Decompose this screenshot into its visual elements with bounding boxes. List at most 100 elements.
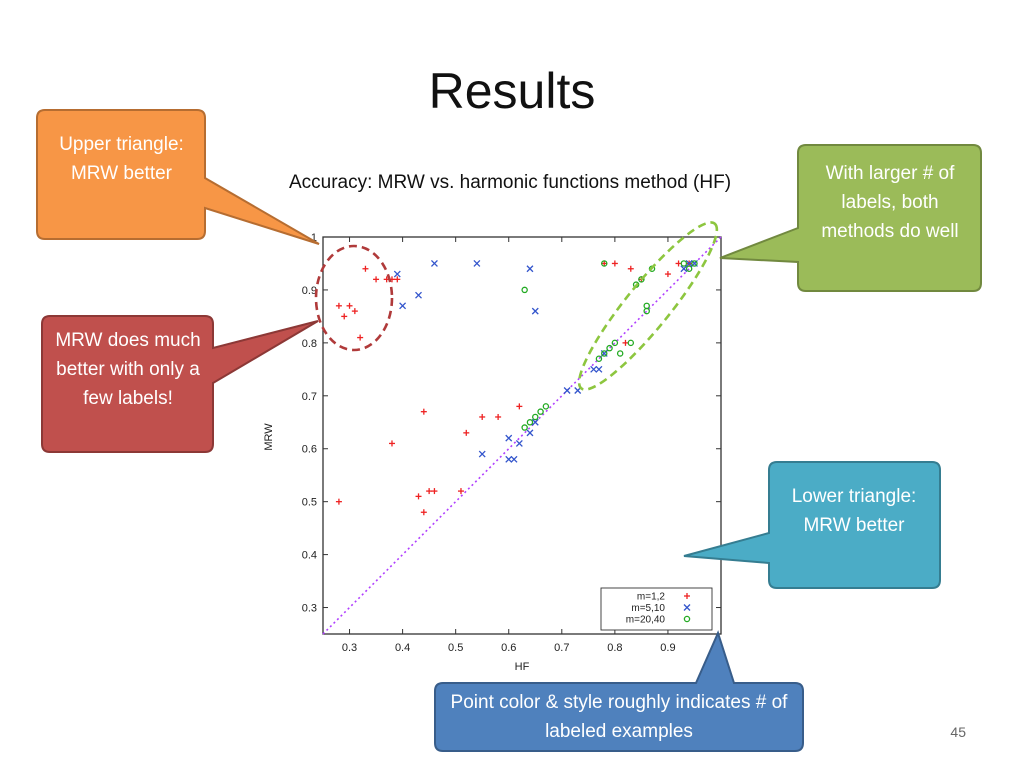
high-labels-ellipse	[577, 221, 719, 391]
data-point-x	[595, 365, 603, 373]
data-point-circle	[627, 339, 635, 347]
data-point-x	[526, 429, 534, 437]
data-point-x	[430, 260, 438, 267]
scatter-plot: 0.3 0.4 0.5 0.6 0.7 0.8 0.9 1 0.3 0.4 0.5 0.6 0.7 0.8…	[263, 232, 724, 673]
legend: m=1,2m=5,10m=20,40	[600, 587, 713, 631]
y-tick-label: 0.4	[302, 550, 317, 562]
data-point-circle	[643, 302, 650, 310]
data-point-plus	[415, 493, 422, 500]
data-point-x	[505, 434, 513, 442]
x-tick-label: 0.5	[448, 642, 463, 654]
y-tick-label: 0.8	[302, 338, 317, 350]
x-tick-label: 0.4	[395, 642, 410, 654]
x-tick-label: 0.9	[660, 642, 675, 654]
chart-subtitle: Accuracy: MRW vs. harmonic functions met…	[288, 172, 732, 193]
data-point-plus	[675, 260, 682, 267]
legend-marker-plus	[684, 593, 690, 599]
data-point-circle	[691, 260, 698, 267]
larger-labels-callout	[719, 144, 982, 292]
data-point-x	[415, 291, 422, 299]
data-point-plus	[373, 276, 380, 283]
data-point-plus	[388, 440, 395, 447]
data-point-plus	[463, 429, 470, 436]
data-point-plus	[516, 403, 523, 410]
data-point-circle	[521, 286, 528, 294]
slide-number: 45	[950, 724, 966, 740]
data-point-x	[563, 387, 571, 394]
legend-box	[600, 587, 713, 631]
point-style-callout	[434, 630, 804, 752]
data-point-plus	[362, 265, 369, 272]
y-tick-label: 0.3	[302, 603, 317, 615]
data-point-plus	[420, 408, 427, 415]
data-point-plus	[611, 260, 618, 267]
data-point-plus	[346, 302, 353, 309]
data-point-circle	[542, 403, 550, 410]
data-point-x	[526, 265, 534, 273]
data-point-x	[685, 260, 693, 267]
data-point-plus	[394, 276, 401, 283]
data-point-plus	[341, 313, 348, 320]
y-tick-label: 0.6	[302, 444, 317, 456]
upper-triangle-callout	[36, 109, 320, 245]
lower-triangle-callout	[683, 461, 941, 589]
data-point-circle	[680, 260, 688, 267]
data-point-plus	[457, 488, 464, 495]
x-tick-label: 0.6	[501, 642, 516, 654]
lower-triangle-callout-text: Lower triangle: MRW better	[791, 486, 917, 536]
x-tick-label: 0.3	[342, 642, 357, 654]
data-point-plus	[495, 413, 502, 420]
y-tick-label: 1	[311, 232, 317, 244]
data-point-circle	[606, 344, 613, 352]
legend-label: m=1,2	[637, 592, 666, 603]
data-point-circle	[521, 424, 528, 431]
data-point-plus	[431, 488, 438, 495]
data-point-x	[478, 450, 486, 458]
data-point-circle	[685, 265, 693, 273]
data-point-circle	[601, 260, 608, 267]
data-point-plus	[335, 498, 342, 505]
y-axis-label: MRW	[263, 423, 275, 451]
legend-marker-x	[683, 604, 691, 611]
x-tick-label: 0.7	[554, 642, 569, 654]
data-point-plus	[335, 302, 342, 309]
y-tick-label: 0.7	[302, 391, 317, 403]
data-point-circle	[601, 350, 608, 357]
slide-title: Results	[428, 63, 596, 119]
legend-label: m=5,10	[631, 603, 665, 614]
data-point-plus	[351, 308, 358, 315]
data-point-circle	[537, 408, 544, 415]
data-point-x	[473, 260, 481, 267]
few-labels-callout-text: MRW does much better with only a few lab…	[55, 330, 201, 409]
data-point-plus	[622, 339, 629, 346]
x-tick-label: 0.8	[607, 642, 622, 654]
data-point-x	[590, 365, 598, 373]
upper-triangle-callout-text: Upper triangle: MRW better	[59, 134, 184, 184]
y-tick-label: 0.9	[302, 285, 317, 297]
legend-label: m=20,40	[626, 615, 666, 626]
data-point-x	[393, 270, 401, 278]
point-style-callout-text: Point color & style roughly indicates # …	[450, 692, 788, 742]
data-point-plus	[479, 413, 486, 420]
x-axis-label: HF	[515, 661, 530, 673]
data-point-circle	[638, 276, 645, 283]
data-point-plus	[357, 334, 364, 341]
few-labels-circle	[314, 244, 394, 352]
data-point-plus	[426, 488, 433, 495]
data-point-x	[531, 418, 539, 426]
data-point-x	[510, 455, 518, 463]
data-point-x	[531, 307, 539, 315]
data-point-circle	[611, 339, 619, 347]
few-labels-callout	[41, 315, 319, 453]
data-point-circle	[595, 355, 603, 362]
data-point-x	[515, 439, 523, 447]
data-point-circle	[526, 419, 534, 426]
data-point-x	[680, 265, 688, 273]
y-tick-label: 0.5	[302, 497, 317, 509]
data-point-plus	[420, 509, 427, 516]
legend-marker-circle	[683, 615, 691, 623]
data-point-plus	[664, 271, 671, 278]
data-point-plus	[627, 265, 634, 272]
diagonal-line	[322, 236, 722, 635]
